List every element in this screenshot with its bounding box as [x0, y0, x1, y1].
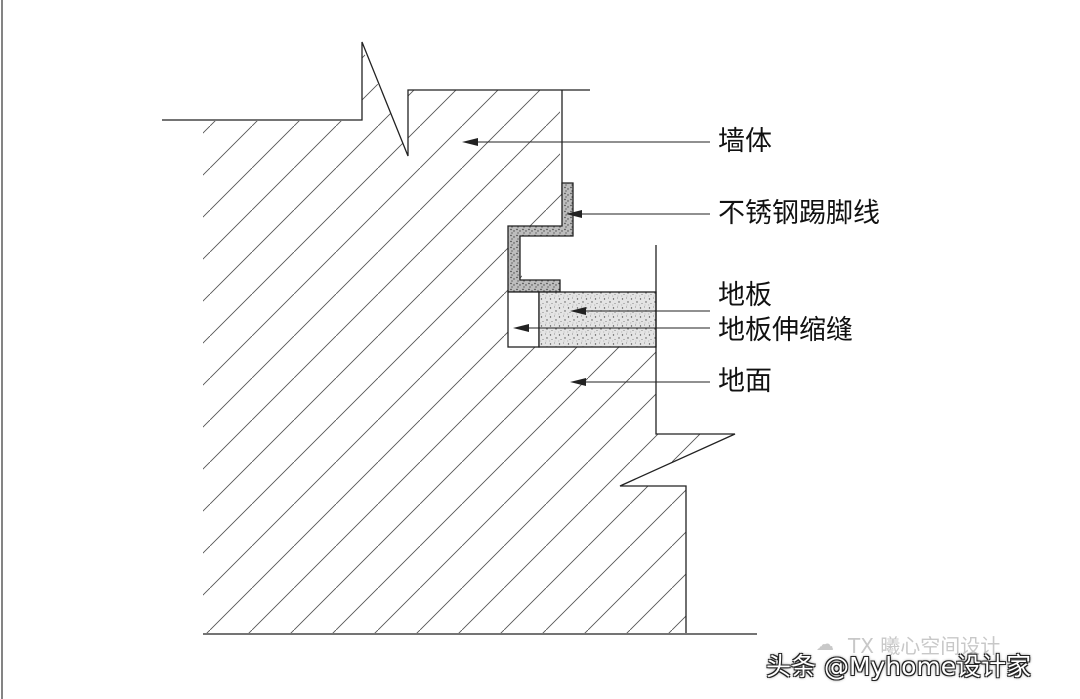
watermark-toutiao: 头条 @Myhome设计家 — [766, 652, 1032, 681]
leader-expansion-joint — [513, 324, 710, 332]
watermark-wechat: TX 曦心空间设计 — [848, 634, 1001, 658]
label-floor: 地板 — [718, 280, 772, 311]
floor-board — [538, 291, 657, 348]
leader-baseboard — [566, 210, 710, 218]
leader-ground — [570, 378, 710, 386]
leader-wall — [462, 138, 710, 146]
wechat-icon: ☁ — [816, 634, 834, 655]
wall-outline — [162, 41, 590, 157]
stainless-steel-baseboard — [507, 182, 574, 293]
label-expansion-joint: 地板伸缩缝 — [718, 315, 853, 346]
label-baseboard: 不锈钢踢脚线 — [718, 198, 880, 229]
expansion-joint — [507, 291, 540, 348]
leader-floor — [570, 307, 710, 315]
label-wall: 墙体 — [718, 126, 772, 157]
wall-ground-body — [203, 48, 735, 633]
ground-outline — [619, 245, 736, 633]
label-ground: 地面 — [718, 366, 772, 397]
